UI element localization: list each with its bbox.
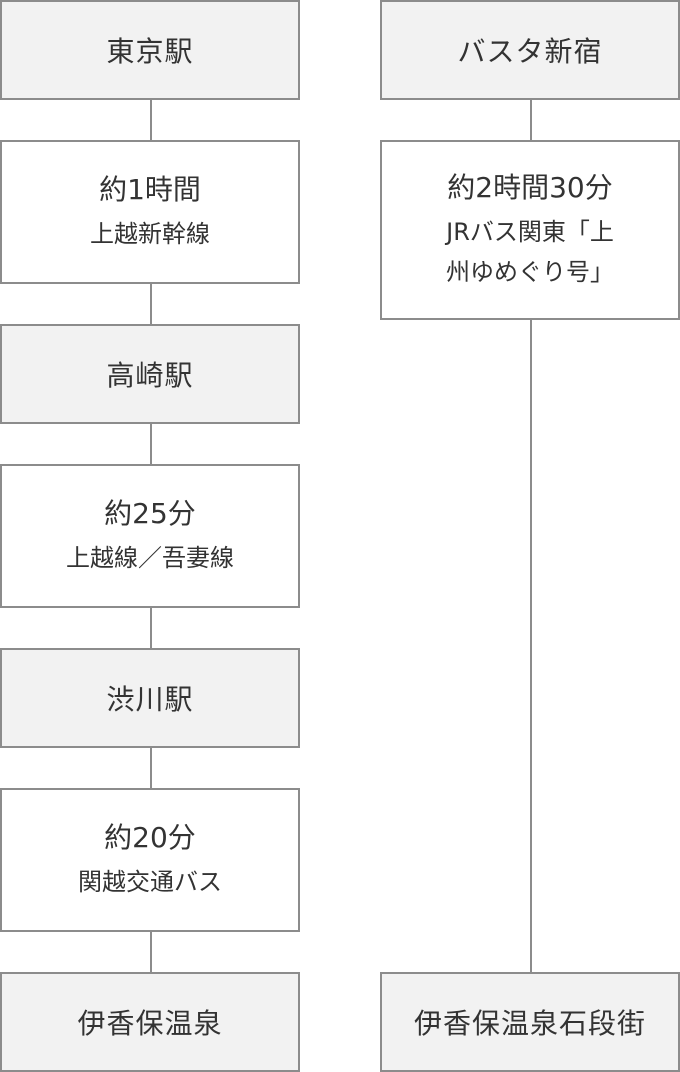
connector-line <box>150 282 152 325</box>
station-box-takasaki: 高崎駅 <box>0 324 300 424</box>
station-box-busta-shinjuku: バスタ新宿 <box>380 0 680 100</box>
route-line-name-1: JRバス関東「上 <box>446 218 614 246</box>
station-label: 高崎駅 <box>106 359 194 392</box>
connector-line <box>150 746 152 789</box>
connector-line <box>150 930 152 973</box>
connector-line <box>150 98 152 141</box>
station-label: 伊香保温泉石段街 <box>413 1007 646 1040</box>
route-duration: 約1時間 <box>99 173 201 206</box>
route-line-name-2: 州ゆめぐり号」 <box>446 258 614 286</box>
connector-line <box>530 318 532 973</box>
station-label: 渋川駅 <box>106 683 194 716</box>
route-box-kan-etsu-bus: 約20分 関越交通バス <box>0 788 300 932</box>
connector-line <box>150 606 152 649</box>
station-label: 伊香保温泉 <box>77 1007 223 1040</box>
station-label: 東京駅 <box>106 35 194 68</box>
route-box-jr-bus-kanto: 約2時間30分 JRバス関東「上 州ゆめぐり号」 <box>380 140 680 320</box>
route-duration: 約20分 <box>104 821 196 854</box>
station-label: バスタ新宿 <box>457 35 603 68</box>
station-box-ikaho-ishidangai: 伊香保温泉石段街 <box>380 972 680 1072</box>
route-box-joetsu-agatsuma: 約25分 上越線／吾妻線 <box>0 464 300 608</box>
connector-line <box>530 98 532 141</box>
route-line-name: 上越線／吾妻線 <box>66 544 234 572</box>
route-duration: 約2時間30分 <box>447 171 613 204</box>
route-duration: 約25分 <box>104 497 196 530</box>
station-box-shibukawa: 渋川駅 <box>0 648 300 748</box>
connector-line <box>150 422 152 465</box>
route-line-name: 上越新幹線 <box>90 220 210 248</box>
station-box-ikaho-onsen: 伊香保温泉 <box>0 972 300 1072</box>
station-box-tokyo: 東京駅 <box>0 0 300 100</box>
route-box-shinkansen: 約1時間 上越新幹線 <box>0 140 300 284</box>
route-line-name: 関越交通バス <box>78 868 222 896</box>
